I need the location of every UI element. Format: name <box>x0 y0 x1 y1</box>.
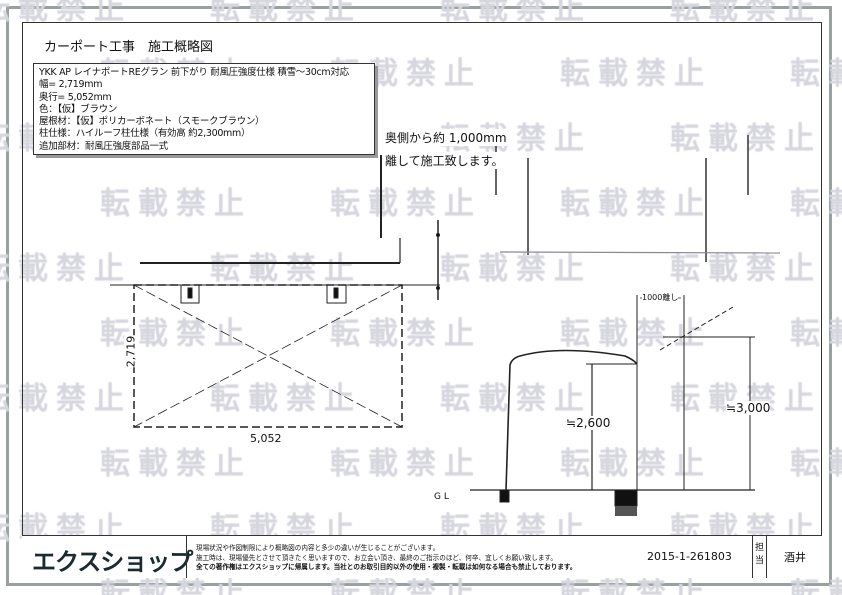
rear-post-base <box>614 489 638 507</box>
offset-arrow-bottom <box>436 286 440 290</box>
note-line-2: 離して施工致します。 <box>385 152 504 169</box>
diagonal-2 <box>133 284 403 428</box>
wall-slope-line <box>659 306 734 351</box>
plan-view <box>110 155 440 428</box>
disclaimer-line-1: 現場状況や作図制限により概略図の内容と多少の違いが生じることがございます。 <box>196 544 440 552</box>
spec-depth: 奥行= 5,052mm <box>39 91 112 103</box>
divider <box>186 536 187 578</box>
post-1-mark <box>187 287 193 299</box>
note-line-1: 奥側から約 1,000mm <box>385 129 507 146</box>
disclaimer-line-2: 施工時は、現場優先とさせて頂きたく思いますので、お立会い頂き、最終のご指示のほど… <box>196 553 557 562</box>
post-1 <box>180 284 200 304</box>
spec-color: 色：【仮】ブラウン <box>39 103 118 115</box>
divider <box>752 536 753 578</box>
disclaimer: 現場状況や作図制限により概略図の内容と多少の違いが生じることがございます。 施工… <box>196 544 576 573</box>
spec-box: YKK AP レイナポートREグラン 前下がり 耐風圧強度仕様 積雪～30cm対… <box>33 63 375 155</box>
divider <box>766 536 767 578</box>
offset-arrow-top <box>436 233 440 237</box>
drawing-title: カーポート工事 施工概略図 <box>44 40 214 55</box>
spec-width: 幅= 2,719mm <box>39 79 103 91</box>
staff-name: 酒井 <box>784 551 806 564</box>
disclaimer-line-3: 全ての著作権はエクスショップに帰属します。当社とのお取引目的以外の使用・複製・転… <box>196 563 577 571</box>
spec-pillar: 柱仕様：ハイルーフ柱仕様（有効高 約2,300mm） <box>39 128 251 140</box>
carport-roof-profile <box>505 349 638 491</box>
ground-label: G L <box>434 492 449 502</box>
front-post-base <box>499 489 510 503</box>
company-logo: エクスショップ <box>32 548 193 576</box>
plan-width-label: 2,719 <box>124 335 138 368</box>
spec-extra: 追加部材：耐風圧強度部品一式 <box>39 140 168 152</box>
diagonal-1 <box>133 284 403 428</box>
plan-depth-label: 5,052 <box>250 432 282 445</box>
post-2 <box>326 284 347 304</box>
spec-product: YKK AP レイナポートREグラン 前下がり 耐風圧強度仕様 積雪～30cm対… <box>39 67 349 78</box>
tanto-label: 担当 <box>755 543 765 566</box>
height-label: ≒2,600 <box>566 416 611 430</box>
elevation-view <box>470 295 755 516</box>
clearance-label: 1000離し <box>642 292 679 303</box>
title-block: エクスショップ 現場状況や作図制限により概略図の内容と多少の違いが生じることがご… <box>22 535 822 578</box>
post-2-mark <box>333 287 339 299</box>
spec-roof: 屋根材：【仮】ポリカーボネート（スモークブラウン） <box>39 116 265 128</box>
side-lines <box>495 135 781 262</box>
drawing-code: 2015-1-261803 <box>647 550 732 563</box>
total-height-label: ≒3,000 <box>726 401 771 415</box>
